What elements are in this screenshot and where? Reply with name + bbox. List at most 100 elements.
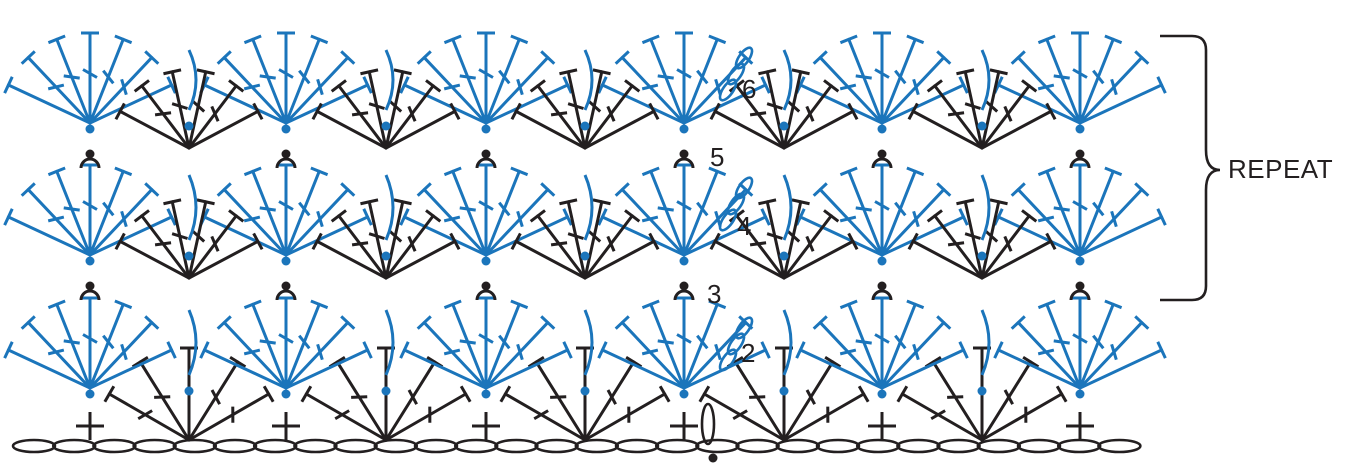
stitch-top-bar (47, 299, 66, 310)
stitch-top-bar (758, 198, 777, 206)
stitch-stem (514, 239, 587, 280)
stitch-cross (478, 200, 494, 211)
shell (311, 198, 461, 280)
stitch-top-bar (1022, 355, 1040, 369)
stitch-stem (1078, 37, 1115, 125)
stitch-stem (55, 37, 92, 125)
blue-dot (381, 251, 391, 261)
stitch-top-bar (958, 341, 969, 359)
stitch-cross (533, 409, 549, 421)
stitch-cross (587, 99, 602, 113)
stitch-top-bar (425, 79, 442, 93)
stitch-cross (243, 215, 261, 223)
row-label-3: 3 (707, 279, 722, 309)
stitch-stem (514, 109, 587, 150)
chain-stitch (614, 438, 660, 454)
stitch-cross (1003, 105, 1013, 122)
stitch-top-bar (906, 34, 925, 45)
stitch-top-bar (131, 355, 149, 369)
stitch-stem (187, 200, 208, 280)
stitch-cross (316, 78, 324, 96)
stitch-top-bar (196, 68, 215, 76)
stitch-top-bar (310, 299, 329, 310)
black-dot (85, 149, 95, 159)
shell (907, 198, 1057, 280)
stitch-top-bar (1104, 299, 1123, 310)
stitch-cross (894, 334, 907, 350)
stitch-top-bar (243, 34, 262, 45)
black-dot (1075, 149, 1085, 159)
stitch-top-bar (360, 68, 379, 76)
stitch-top-bar (597, 76, 608, 94)
stitch-cross (407, 389, 418, 405)
stitch-stem (880, 169, 917, 257)
stitch-stem (996, 348, 1082, 390)
shell-base-dot (281, 124, 291, 134)
stitch-stem (484, 37, 521, 125)
stitch-stem (335, 360, 388, 442)
stitch-stem (170, 200, 191, 280)
stitch-stem (384, 392, 468, 442)
repeat-brace (1160, 34, 1221, 302)
stitch-cross (1110, 343, 1118, 361)
stitch-top-bar (252, 102, 264, 121)
stitch-top-bar (1021, 209, 1038, 223)
treble-post (782, 49, 793, 111)
stitch-top-bar (708, 299, 727, 310)
stitch-top-bar (956, 198, 975, 206)
stitch-top-bar (857, 385, 870, 403)
shell-base-dot (281, 256, 291, 266)
stitch-top-bar (114, 299, 133, 310)
chain-stitch (1097, 438, 1142, 454)
stitch-top-bar (362, 208, 373, 226)
stitch-stem (620, 56, 686, 125)
stitch-stem (880, 56, 946, 125)
stitch-stem (284, 56, 350, 125)
shell (399, 31, 573, 134)
stitch-cross (120, 210, 128, 228)
chain-arc (79, 157, 101, 169)
stitch-cross (1072, 333, 1088, 344)
shell (795, 296, 969, 399)
chain-stitch (293, 438, 338, 454)
stitch-top-bar (340, 50, 356, 65)
stitch-top-bar (3, 76, 14, 94)
stitch-stem (980, 84, 1031, 150)
stitch-stem (1045, 37, 1082, 125)
treble-post (384, 49, 395, 111)
stitch-top-bar (847, 232, 859, 251)
stitch-top-bar (926, 209, 943, 223)
stitch-top-bar (1010, 50, 1026, 65)
stitch-stem (304, 392, 388, 442)
stitch-top-bar (163, 68, 182, 76)
blue-chain-loop (734, 46, 754, 70)
stitch-cross (1037, 83, 1055, 91)
chain-stitch (11, 438, 57, 454)
stitch-top-bar (416, 315, 432, 330)
stitch-top-bar (310, 34, 329, 45)
stitch-stem (600, 83, 686, 125)
stitch-stem (782, 70, 803, 150)
stitch-stem (880, 348, 966, 390)
stitch-stem (818, 321, 884, 390)
stitch-cross (388, 99, 403, 113)
stitch-top-bar (906, 166, 925, 177)
shell-base-dot (481, 389, 491, 399)
stitch-stem (782, 84, 833, 150)
stitch-top-bar (416, 182, 432, 197)
stitch-stem (980, 360, 1033, 442)
stitch-stem (484, 169, 521, 257)
stitch-top-bar (708, 166, 727, 177)
stitch-top-bar (252, 232, 264, 251)
stitch-stem (620, 321, 686, 390)
stitch-stem (682, 215, 768, 257)
chain-stitch (815, 438, 861, 454)
stitch-stem (782, 392, 866, 442)
stitch-stem (847, 169, 884, 257)
chain-stitch (976, 438, 1022, 454)
stitch-top-bar (47, 34, 66, 45)
row-label-5: 5 (710, 142, 725, 172)
stitch-top-bar (449, 102, 461, 121)
stitch-cross (766, 102, 783, 110)
